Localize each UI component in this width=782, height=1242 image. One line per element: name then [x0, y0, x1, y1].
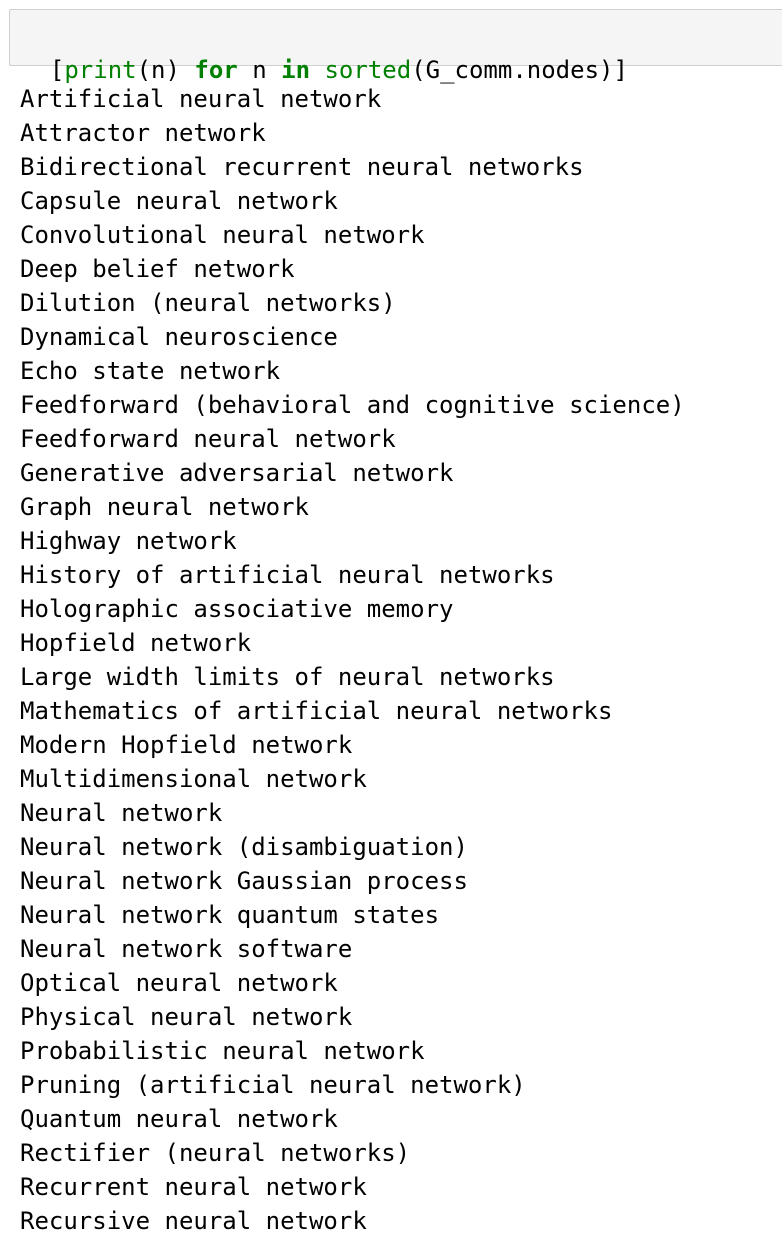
output-line: Feedforward (behavioral and cognitive sc…	[20, 391, 685, 419]
output-line: Quantum neural network	[20, 1105, 338, 1133]
output-line: Neural network software	[20, 935, 353, 963]
output-line: Dynamical neuroscience	[20, 323, 338, 351]
output-line: Artificial neural network	[20, 85, 382, 113]
output-line: Neural network Gaussian process	[20, 867, 468, 895]
output-line: Neural network	[20, 799, 223, 827]
code-token-builtin-print: print	[64, 56, 137, 84]
code-input-cell[interactable]: [print(n) for n in sorted(G_comm.nodes)]	[9, 9, 782, 84]
output-line: Optical neural network	[20, 969, 338, 997]
output-line: Mathematics of artificial neural network…	[20, 697, 613, 725]
output-line: Recurrent neural network	[20, 1173, 367, 1201]
output-line: Graph neural network	[20, 493, 309, 521]
code-token-keyword-for: for	[194, 56, 238, 84]
cell-output: Artificial neural network Attractor netw…	[20, 82, 685, 1238]
output-line: Attractor network	[20, 119, 266, 147]
code-token-0: [	[49, 56, 65, 84]
output-line: Echo state network	[20, 357, 281, 385]
output-line: Generative adversarial network	[20, 459, 454, 487]
code-token-4: n	[237, 56, 282, 84]
output-line: Probabilistic neural network	[20, 1037, 425, 1065]
output-line: Physical neural network	[20, 1003, 353, 1031]
output-line: Capsule neural network	[20, 187, 338, 215]
output-line: Recursive neural network	[20, 1207, 367, 1235]
output-line: Feedforward neural network	[20, 425, 396, 453]
output-line: Dilution (neural networks)	[20, 289, 396, 317]
code-token-8: (G_comm.nodes)]	[411, 56, 628, 84]
code-token-2: (n)	[136, 56, 195, 84]
code-token-builtin-sorted: sorted	[324, 56, 412, 84]
output-line: Convolutional neural network	[20, 221, 425, 249]
output-line: Holographic associative memory	[20, 595, 454, 623]
output-line: Pruning (artificial neural network)	[20, 1071, 526, 1099]
output-line: Rectifier (neural networks)	[20, 1139, 411, 1167]
output-line: Neural network quantum states	[20, 901, 440, 929]
output-line: Hopfield network	[20, 629, 252, 657]
output-line: Deep belief network	[20, 255, 295, 283]
output-line: History of artificial neural networks	[20, 561, 555, 589]
output-line: Large width limits of neural networks	[20, 663, 555, 691]
output-line: Bidirectional recurrent neural networks	[20, 153, 584, 181]
code-token-6	[310, 56, 324, 84]
output-line: Highway network	[20, 527, 237, 555]
output-line: Neural network (disambiguation)	[20, 833, 468, 861]
output-line: Multidimensional network	[20, 765, 367, 793]
output-line: Modern Hopfield network	[20, 731, 353, 759]
code-token-keyword-in: in	[281, 56, 311, 84]
